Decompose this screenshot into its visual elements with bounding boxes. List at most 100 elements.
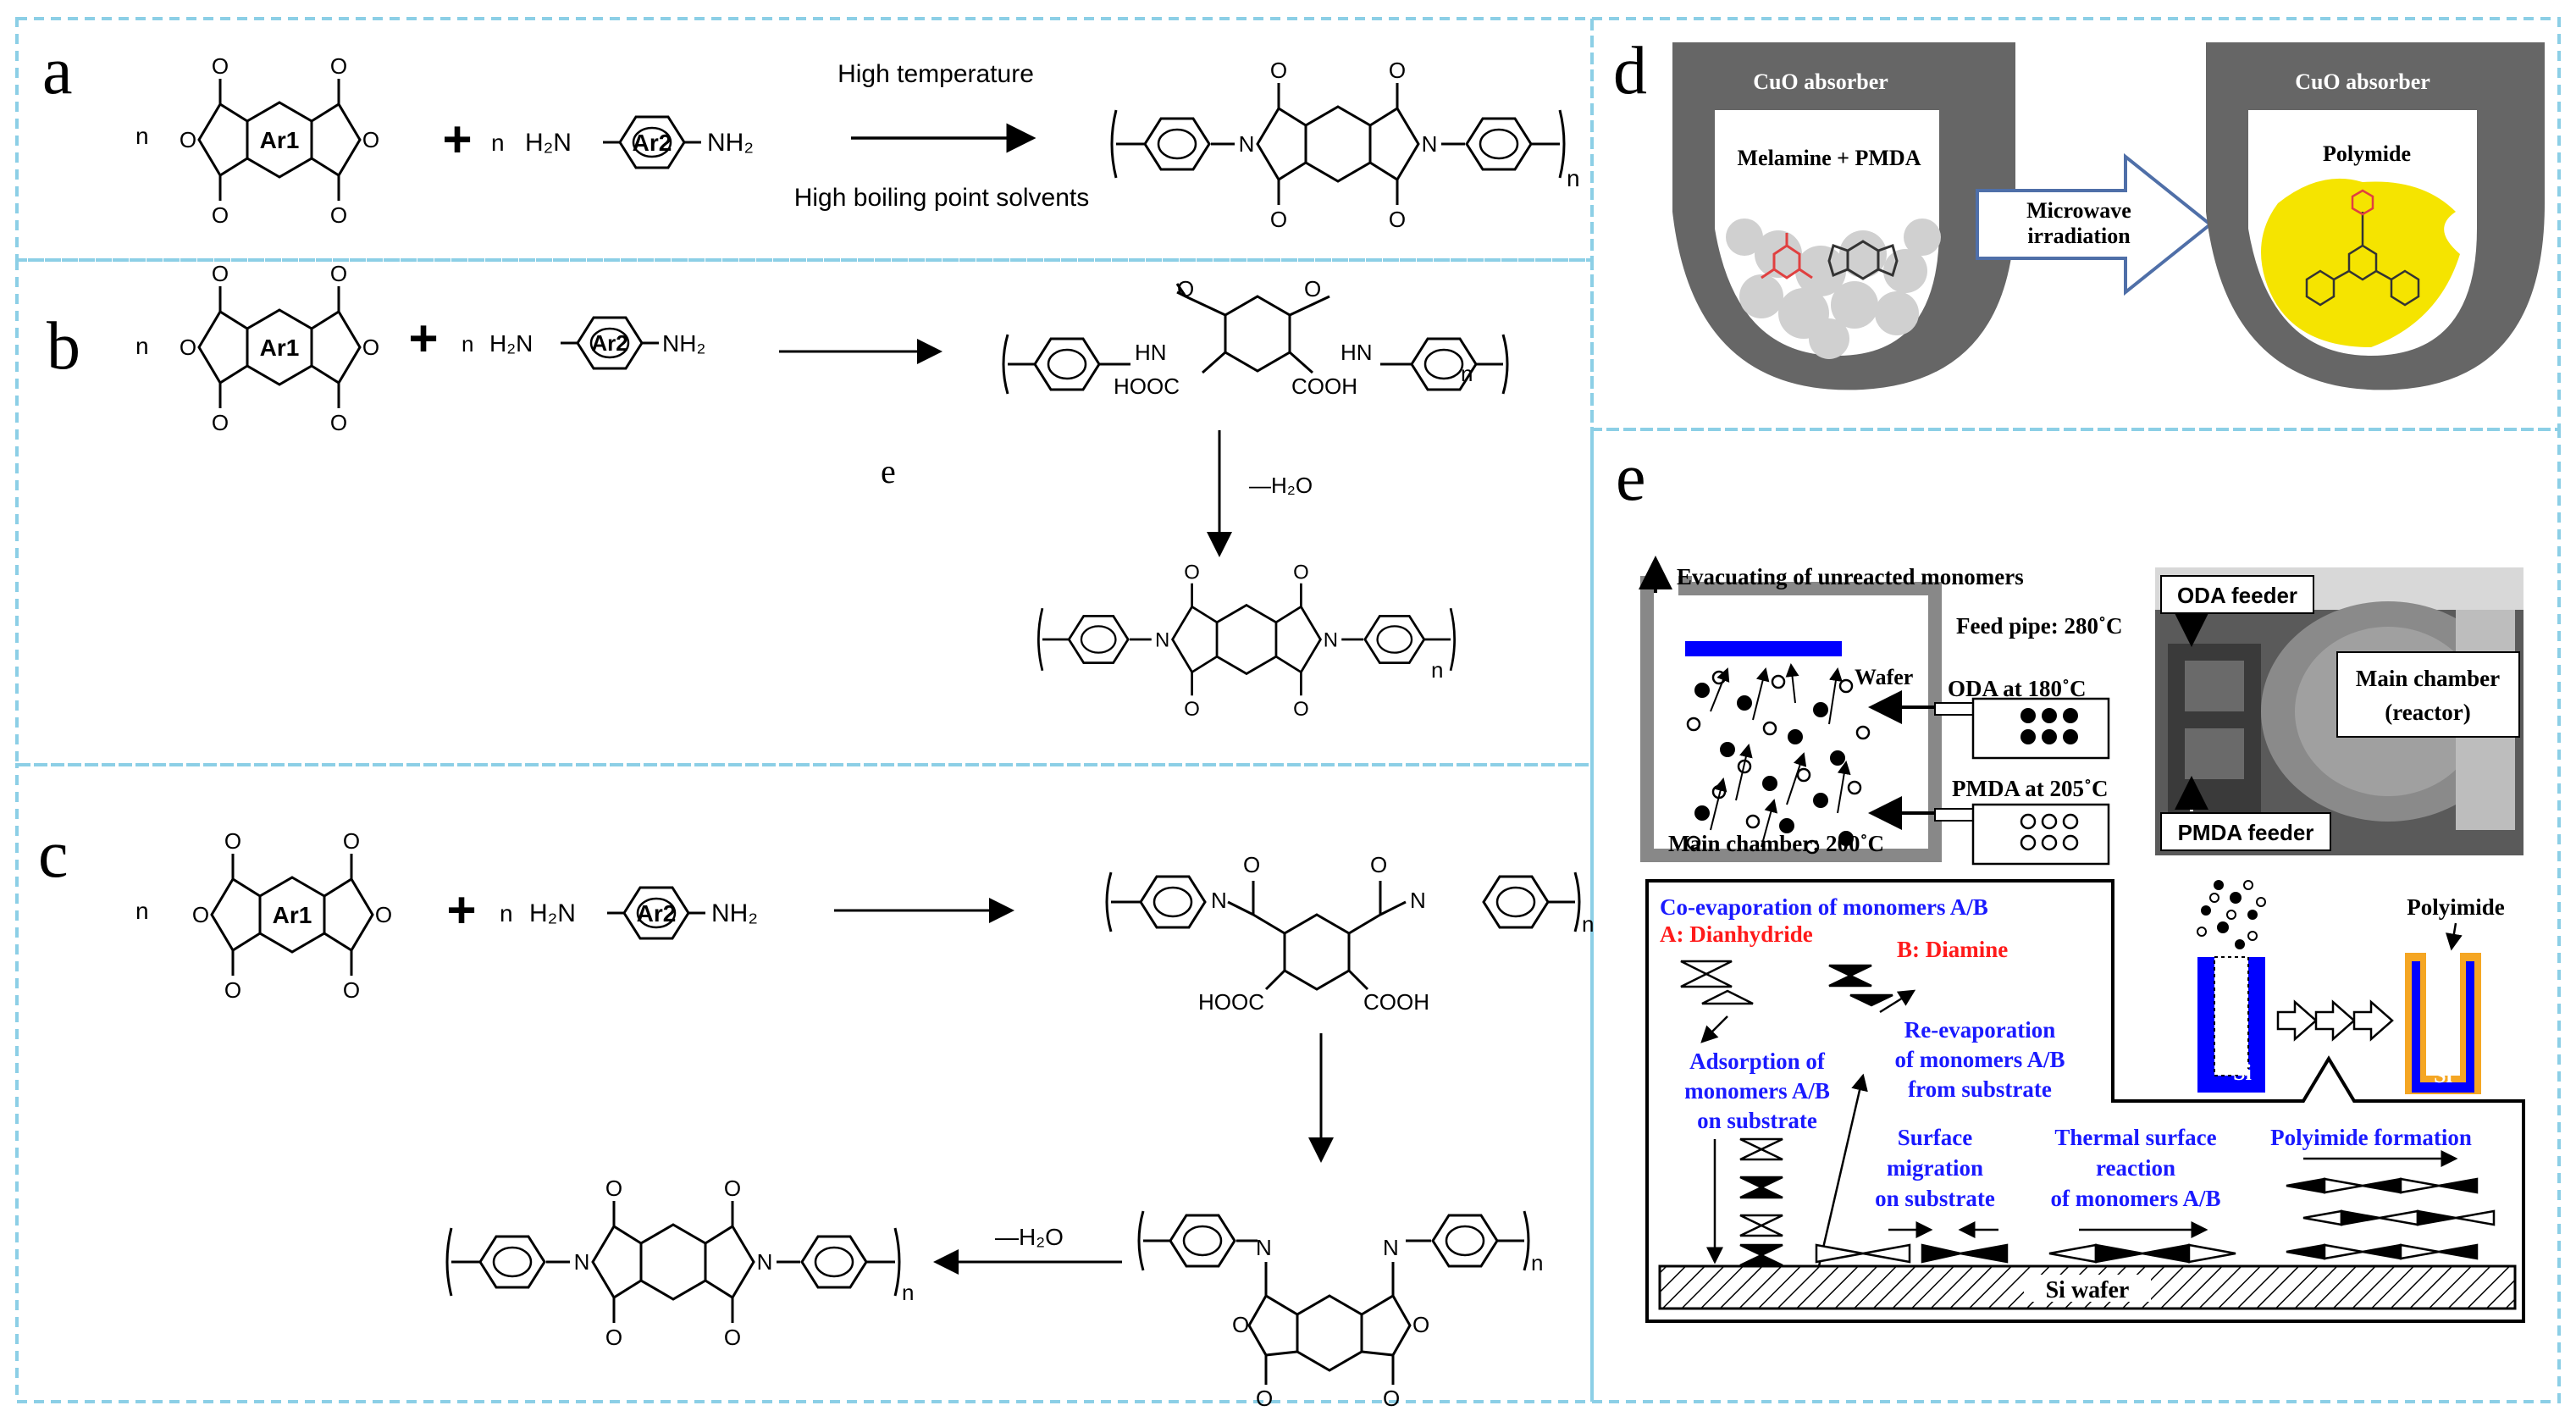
- mechanism-box: Co-evaporation of monomers A/B A: Dianhy…: [1645, 879, 2525, 1323]
- nh2-label: NH₂: [707, 129, 754, 157]
- pmda-label: PMDA at 205˚C: [1952, 776, 2108, 801]
- ar1-label: Ar1: [260, 335, 300, 361]
- photo-oda-feeder: ODA feeder: [2177, 583, 2297, 608]
- ar1-label: Ar1: [273, 902, 312, 928]
- pmda-molecule: [1827, 240, 1899, 280]
- polyimide-product-c: [447, 1176, 899, 1350]
- hooc-b: HOOC: [1114, 373, 1180, 399]
- minus-h2o-c: —H₂O: [995, 1224, 1064, 1250]
- machine-photo: ODA feeder Main chamber (reactor) PMDA f…: [2155, 567, 2523, 855]
- panel-e-label: e: [1616, 440, 1646, 515]
- oda-label: ODA at 180˚C: [1948, 676, 2087, 701]
- process-label-line2: irradiation: [2027, 224, 2131, 248]
- coevap-label: Co-evaporation of monomers A/B: [1660, 894, 1988, 920]
- ar2-label: Ar2: [591, 330, 627, 356]
- panel-b-label: b: [47, 309, 80, 384]
- subscript-n-c1: n: [1582, 911, 1594, 937]
- svg-text:N: N: [1256, 1235, 1272, 1260]
- plus-sign: +: [442, 111, 472, 168]
- surface-line3: on substrate: [1875, 1186, 1995, 1211]
- subscript-n-c3: n: [902, 1280, 914, 1305]
- svg-text:N: N: [1410, 888, 1426, 913]
- thermal-line1: Thermal surface: [2054, 1125, 2216, 1150]
- photo-pmda-feeder: PMDA feeder: [2178, 820, 2314, 845]
- svg-text:O: O: [1412, 1312, 1429, 1337]
- process-arrows: [2276, 999, 2394, 1042]
- process-label-line1: Microwave: [2026, 198, 2131, 223]
- svg-text:O: O: [1256, 1386, 1273, 1411]
- subscript-n-b1: n: [1461, 361, 1473, 386]
- svg-text:O: O: [1383, 1386, 1400, 1411]
- melamine-molecule: [1761, 233, 1813, 279]
- condition-high-temperature: High temperature: [837, 60, 1034, 88]
- reevap-line3: from substrate: [1908, 1076, 2052, 1102]
- trench-after: Si Polyimide: [2405, 894, 2505, 1094]
- panel-b: b n Ar1 + n H₂N Ar2 NH₂ O O: [47, 259, 1509, 721]
- subscript-n-c2: n: [1531, 1250, 1543, 1275]
- svg-text:N: N: [1383, 1235, 1399, 1260]
- particle-cluster: [1726, 219, 1941, 359]
- svg-text:O: O: [1370, 852, 1387, 877]
- reactant-count-n: n: [135, 898, 149, 924]
- surface-line2: migration: [1887, 1155, 1983, 1181]
- subscript-n-a: n: [1567, 165, 1580, 191]
- hn-right: HN: [1341, 340, 1373, 365]
- h2n-label: H₂N: [525, 129, 572, 157]
- svg-text:O: O: [1304, 276, 1321, 302]
- h2n-label: H₂N: [529, 899, 576, 927]
- plus-sign: +: [446, 882, 476, 938]
- svg-text:O: O: [1177, 276, 1194, 302]
- reactant-count-n: n: [135, 123, 149, 149]
- minus-h2o-b: —H₂O: [1249, 473, 1313, 498]
- diamine-label: B: Diamine: [1897, 937, 2008, 962]
- si-left-label: Si: [2233, 1060, 2252, 1085]
- wafer-bar: [1685, 641, 1842, 656]
- panel-a: a n Ar1 + n H₂N Ar2 NH₂ High temperature…: [42, 34, 1580, 232]
- polyimide-product-b: [1038, 561, 1454, 721]
- si-wafer-label: Si wafer: [2046, 1277, 2130, 1303]
- diamine-count-n: n: [500, 900, 513, 927]
- thermal-line3: of monomers A/B: [2051, 1186, 2221, 1211]
- main-chamber-label: Main chamber: 200˚C: [1668, 831, 1884, 856]
- reevap-line2: of monomers A/B: [1895, 1047, 2065, 1072]
- svg-text:N: N: [1211, 888, 1227, 913]
- polyimide-molecule: [2305, 189, 2420, 307]
- chamber-schematic: Wafer Evacuating of unreacted monomers F…: [1639, 556, 2122, 866]
- nh2-label: NH₂: [711, 899, 758, 927]
- process-arrow: [1976, 152, 2214, 296]
- surface-line1: Surface: [1898, 1125, 1972, 1150]
- polyimide-blob: [2261, 178, 2460, 347]
- cooh-c: COOH: [1363, 989, 1429, 1015]
- trench-polyimide-label: Polyimide: [2407, 894, 2505, 920]
- panel-e: e: [1616, 440, 2525, 1323]
- adsorption-line1: Adsorption of: [1689, 1049, 1826, 1074]
- panel-d: d CuO absorber Melamine + PMDA Microwave…: [1613, 34, 2545, 390]
- absorber-label-right: CuO absorber: [2295, 69, 2430, 94]
- panel-c: c n Ar1 + n H₂N Ar2 NH₂ O O N N: [38, 817, 1594, 1411]
- diamine-count-n: n: [462, 331, 473, 357]
- si-right-label: Si: [2434, 1063, 2452, 1087]
- product-label: Polymide: [2323, 141, 2411, 166]
- wafer-label: Wafer: [1855, 665, 1913, 689]
- dianhydride-label: A: Dianhydride: [1660, 921, 1813, 947]
- e-mark: e: [881, 452, 896, 490]
- svg-text:O: O: [1232, 1312, 1249, 1337]
- ar2-label: Ar2: [637, 900, 677, 927]
- ar2-label: Ar2: [633, 130, 672, 156]
- h2n-label: H₂N: [489, 330, 533, 357]
- photo-main-chamber-2: (reactor): [2385, 700, 2470, 725]
- feed-pipe-label: Feed pipe: 280˚C: [1956, 613, 2122, 639]
- adsorption-line3: on substrate: [1697, 1108, 1817, 1133]
- diamine-count-n: n: [491, 130, 505, 156]
- polyimide-product-a: [1112, 58, 1564, 232]
- adsorption-line2: monomers A/B: [1684, 1078, 1830, 1104]
- formation-label: Polyimide formation: [2270, 1125, 2472, 1150]
- hn-left: HN: [1135, 340, 1167, 365]
- subscript-n-b2: n: [1431, 657, 1443, 683]
- hooc-c: HOOC: [1198, 989, 1264, 1015]
- polyamic-acid-b: O O: [1002, 276, 1509, 395]
- thermal-line2: reaction: [2096, 1155, 2175, 1181]
- condition-solvent: High boiling point solvents: [794, 184, 1090, 212]
- isoimide-intermediate: N N O O O O: [1137, 1210, 1530, 1411]
